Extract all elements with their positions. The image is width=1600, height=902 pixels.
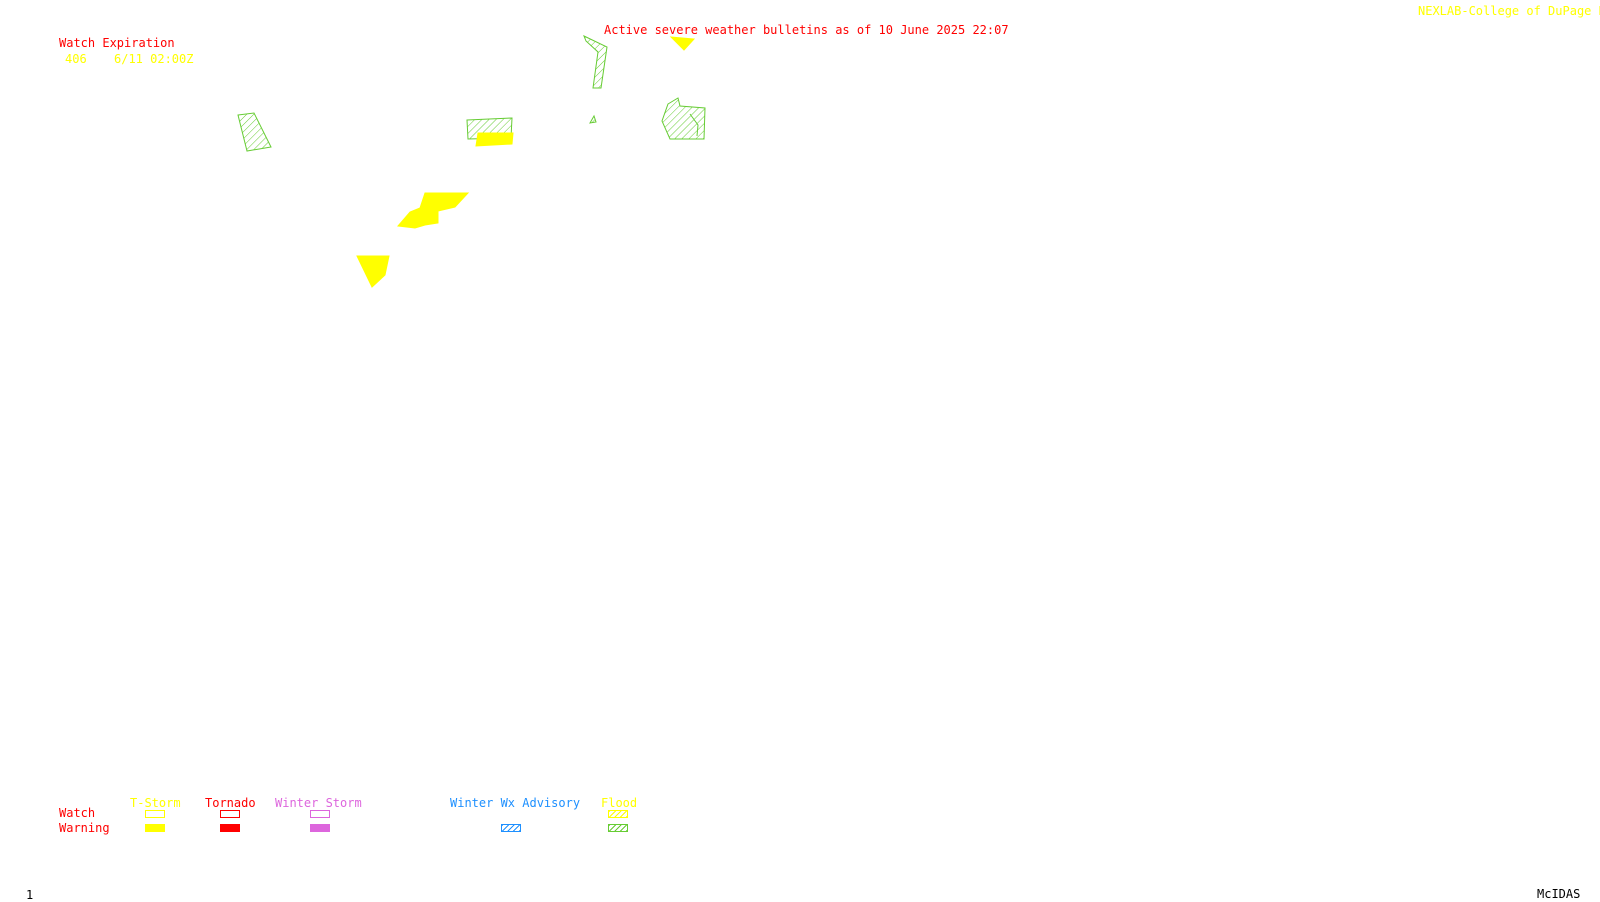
legend-row-watch: Watch xyxy=(59,806,96,820)
flood-warning-polygon xyxy=(689,113,699,137)
legend-tornado-warning-swatch xyxy=(220,824,240,832)
legend-tornado-watch-swatch xyxy=(220,810,240,818)
flood-warning-polygon xyxy=(661,97,706,140)
legend-label-winter-storm: Winter Storm xyxy=(275,796,362,810)
flood-warning-polygon xyxy=(589,114,597,124)
software-label: McIDAS xyxy=(1537,887,1581,901)
legend-winter-storm-watch-swatch xyxy=(310,810,330,818)
legend-winter-wx-advisory-warning-swatch xyxy=(501,824,521,832)
legend-row-warning: Warning xyxy=(59,821,110,835)
tstorm-warning-polygon xyxy=(356,255,390,288)
bulletin-title: Active severe weather bulletins as of 10… xyxy=(604,23,1009,37)
flood-warning-polygon xyxy=(237,112,272,152)
watch-expiration-heading: Watch Expiration xyxy=(59,36,175,50)
tstorm-warning-polygon xyxy=(669,36,696,51)
legend-tstorm-warning-swatch xyxy=(145,824,165,832)
legend-label-tornado: Tornado xyxy=(205,796,256,810)
tstorm-warning-polygons xyxy=(356,36,696,288)
tstorm-warning-polygon xyxy=(397,192,470,229)
credit-text: NEXLAB-College of DuPage R xyxy=(1418,4,1600,18)
watch-expires: 6/11 02:00Z xyxy=(114,52,194,66)
flood-warning-polygons xyxy=(237,34,706,152)
legend-flood-warning-swatch xyxy=(608,824,628,832)
legend-label-winter-wx-advisory: Winter Wx Advisory xyxy=(450,796,581,810)
legend-flood-watch-swatch xyxy=(608,810,628,818)
legend-tstorm-watch-swatch xyxy=(145,810,165,818)
flood-warning-polygon xyxy=(583,34,608,89)
frame-number: 1 xyxy=(26,888,34,902)
legend-winter-storm-warning-swatch xyxy=(310,824,330,832)
legend-label-flood: Flood xyxy=(601,796,638,810)
tstorm-warning-polygon xyxy=(475,132,514,147)
legend-label-tstorm: T-Storm xyxy=(130,796,181,810)
watch-number: 406 xyxy=(65,52,87,66)
